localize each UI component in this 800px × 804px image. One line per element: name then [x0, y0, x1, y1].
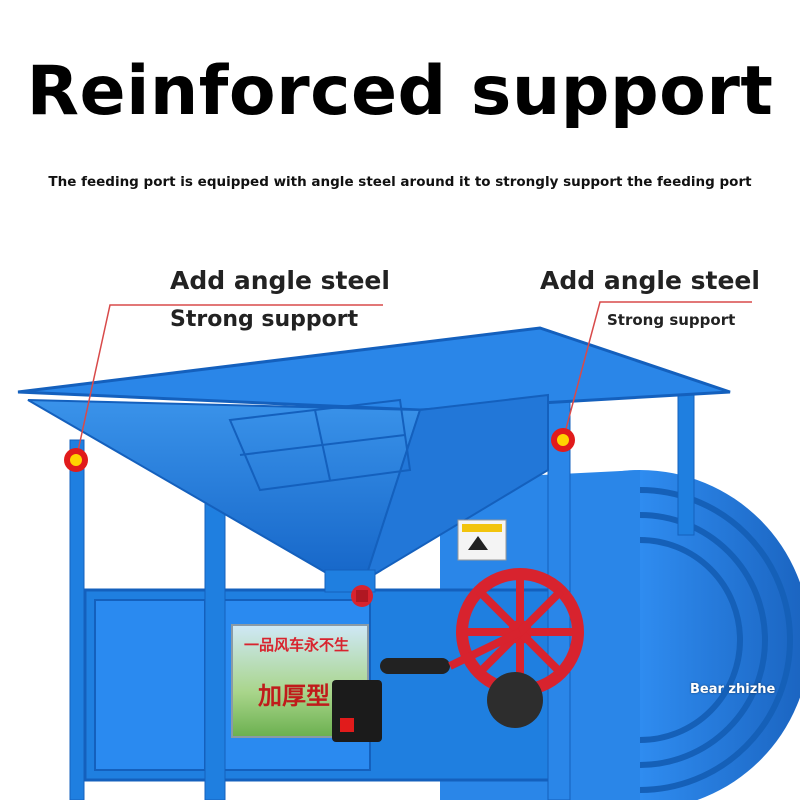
callout-lines — [75, 301, 752, 461]
angle-steel-marker-right — [551, 428, 575, 452]
sign-line-1: 一品风车永不生 — [244, 636, 350, 654]
callout-left-title: Add angle steel — [170, 266, 390, 295]
page-title: Reinforced support — [26, 52, 774, 131]
watermark: Bear zhizhe — [690, 682, 776, 697]
sign-line-2: 加厚型 — [258, 682, 330, 710]
hand-wheel — [380, 568, 584, 728]
page-subtitle: The feeding port is equipped with angle … — [48, 174, 752, 190]
callout-right-title: Add angle steel — [540, 266, 760, 295]
warning-label — [457, 519, 507, 561]
support-legs — [69, 359, 695, 801]
angle-steel-marker-left — [64, 448, 88, 472]
feed-valve — [324, 569, 376, 607]
power-switch-box — [332, 680, 382, 742]
feeding-hopper — [17, 326, 731, 583]
callout-right-subtitle: Strong support — [607, 311, 736, 329]
callout-left-subtitle: Strong support — [170, 307, 359, 332]
